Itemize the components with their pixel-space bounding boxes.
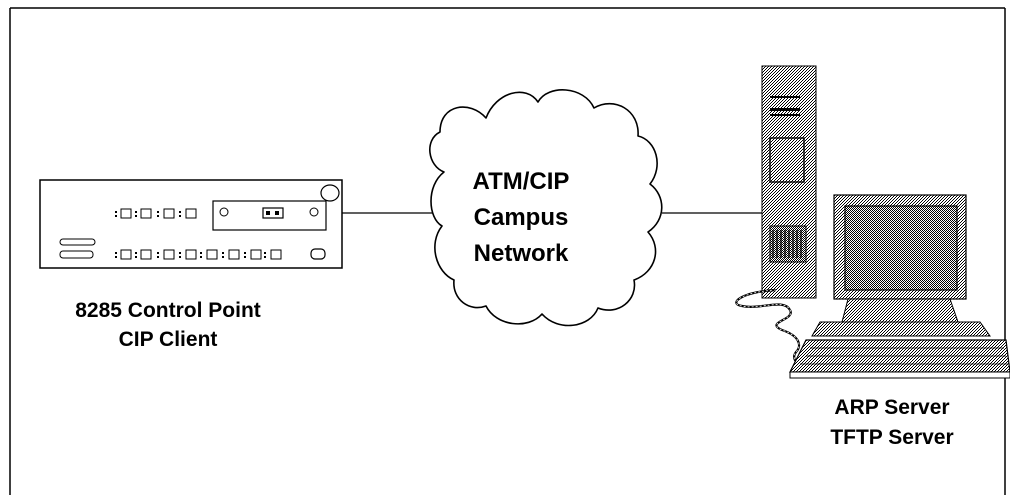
server-role-tftp: TFTP Server: [830, 426, 954, 449]
client-role: CIP Client: [118, 328, 218, 351]
lower-port-row: [120, 249, 282, 260]
network-label-line1: ATM/CIP: [472, 168, 570, 195]
server-label: ARP Server TFTP Server: [812, 393, 972, 453]
network-label-line3: Network: [473, 240, 569, 267]
upper-port-row: [120, 208, 197, 219]
keyboard-unit: [789, 339, 1010, 379]
keyboard-cable: [735, 288, 807, 370]
tower-unit: [761, 65, 817, 299]
server-role-arp: ARP Server: [834, 396, 950, 419]
power-button-icon: [320, 184, 340, 202]
serial-port: [310, 248, 326, 260]
client-label: 8285 Control Point CIP Client: [28, 296, 308, 354]
client-device-name: 8285 Control Point: [75, 299, 261, 322]
cloud-icon: [429, 89, 663, 327]
slot-connector: [59, 238, 96, 246]
network-label: ATM/CIP Campus Network: [446, 164, 596, 272]
slot-connector: [59, 250, 94, 259]
network-label-line2: Campus: [473, 204, 569, 231]
monitor-unit: [811, 194, 991, 337]
8285-switch-chassis-icon: [39, 179, 343, 269]
control-point-module: [212, 200, 327, 231]
diagram-frame: [9, 7, 1006, 495]
pc-server-icon: [735, 65, 1010, 379]
